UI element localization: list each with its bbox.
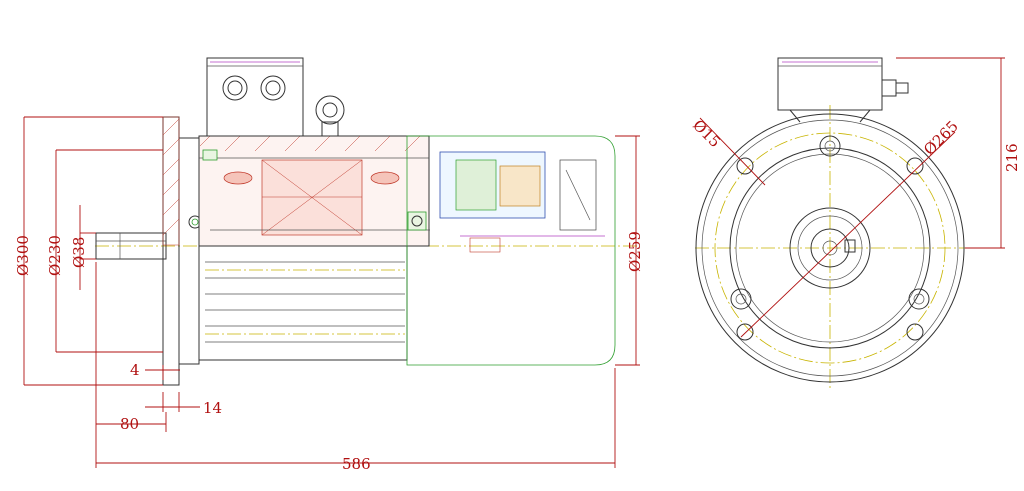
shaft (95, 232, 167, 260)
motor-housing-external (198, 245, 408, 361)
shaft-key (844, 239, 856, 253)
dim-flange-thickness: 14 (203, 399, 222, 417)
side-view: Ø300 Ø230 Ø38 Ø259 4 14 (14, 57, 644, 473)
dim-shaft-length: 80 (120, 415, 139, 433)
bolt-hole-left (730, 288, 752, 310)
dim-pitch-circle-diameter: Ø265 (920, 117, 962, 159)
shaft-end (810, 228, 850, 268)
flange-outer-circle (695, 113, 965, 383)
flange-hole-upper-right (906, 157, 924, 175)
pitch-circle (714, 132, 946, 364)
winding-end-left (223, 171, 253, 185)
end-terminal-box (777, 57, 909, 123)
terminal-box (206, 57, 304, 137)
dim-shaft-diameter: Ø38 (70, 237, 88, 268)
bolt-hole-top (819, 135, 841, 157)
end-view-dimensions: Ø15 Ø265 216 (689, 57, 1021, 338)
bearing-rear (407, 211, 427, 231)
dim-overall-diameter: Ø300 (14, 235, 32, 276)
winding-end-right (370, 171, 400, 185)
dim-spigot-depth: 4 (130, 361, 140, 379)
bolt-holes (730, 135, 930, 341)
brake-fan-cover (406, 135, 616, 366)
dim-spigot-diameter: Ø230 (46, 235, 64, 276)
fan (559, 159, 597, 231)
housing-circle (729, 147, 931, 349)
motor-housing-section (198, 135, 430, 247)
dim-overall-length: 586 (342, 455, 371, 473)
end-view: Ø15 Ø265 216 (689, 57, 1021, 388)
mounting-flange (162, 116, 202, 386)
hub-outer (789, 207, 871, 289)
flange-hole-upper-left (736, 157, 754, 175)
flange-hole-lower-left (736, 323, 754, 341)
dim-bolt-hole-diameter: Ø15 (689, 116, 724, 151)
bearing-front (202, 149, 218, 161)
bolt-hole-right (908, 288, 930, 310)
side-view-dimensions: Ø300 Ø230 Ø38 Ø259 4 14 (14, 116, 644, 473)
dim-height-to-terminal-box: 216 (1003, 143, 1021, 172)
dim-body-diameter: Ø259 (626, 231, 644, 272)
flange-hole-lower-right (906, 323, 924, 341)
lifting-eye (315, 95, 345, 137)
